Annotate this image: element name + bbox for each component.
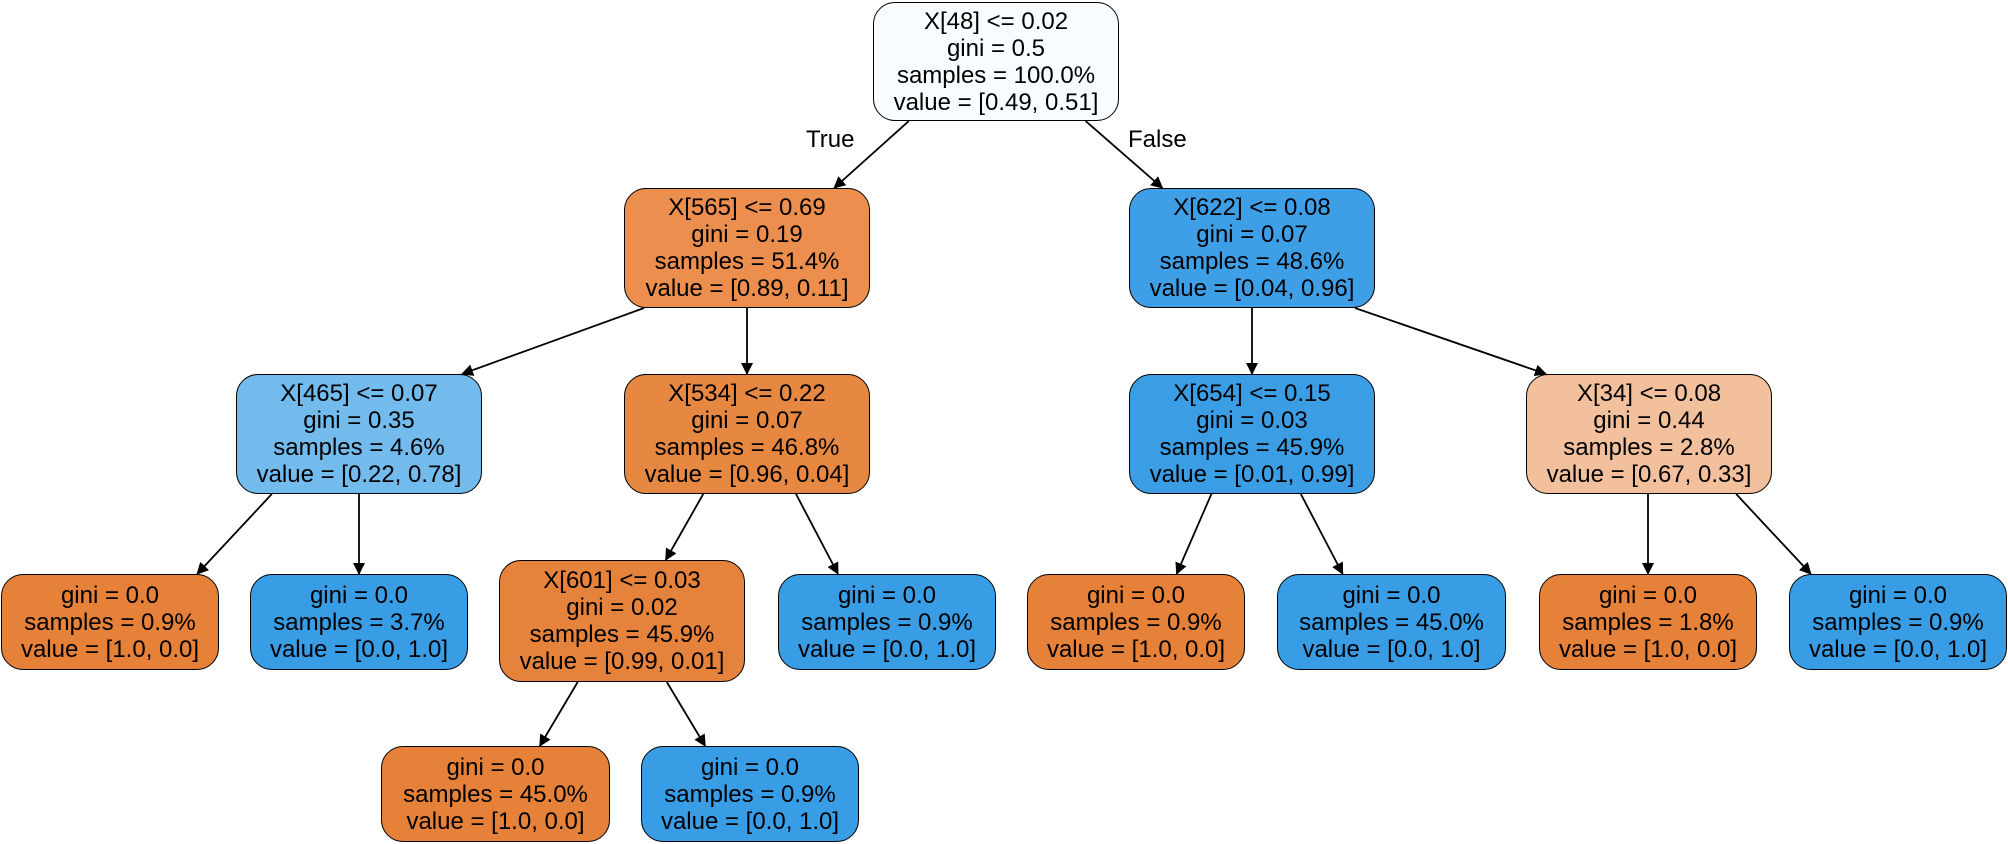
tree-edge-n9-n15 [539,681,579,747]
node-text-line: value = [0.0, 1.0] [1302,635,1481,663]
node-text-line: value = [0.0, 1.0] [1808,635,1988,663]
node-text-line: value = [0.89, 0.11] [645,275,849,302]
node-text-line: gini = 0.0 [1598,581,1698,609]
node-text-line: samples = 48.6% [1159,248,1345,275]
node-text-line: gini = 0.0 [309,581,409,609]
node-text-line: gini = 0.35 [303,407,415,434]
node-text-line: gini = 0.0 [1086,581,1186,609]
node-text-line: samples = 0.9% [1050,608,1222,636]
tree-edge-n1-n3 [461,307,645,376]
node-text-line: X[654] <= 0.15 [1173,380,1331,407]
node-text-line: samples = 0.9% [24,608,196,636]
node-text-line: value = [0.0, 1.0] [269,635,449,663]
node-text-line: value = [0.96, 0.04] [644,461,850,488]
node-text-line: value = [0.0, 1.0] [660,807,840,835]
node-text-line: value = [0.04, 0.96] [1149,275,1355,302]
node-text-line: gini = 0.0 [446,753,545,781]
node-text-line: samples = 0.9% [1812,608,1984,636]
node-text-line: value = [0.01, 0.99] [1149,461,1355,488]
node-text-line: gini = 0.0 [60,581,160,609]
tree-edge-n2-n6 [1354,307,1547,377]
tree-edge-n4-n9 [664,493,705,561]
tree-edge-n4-n10 [795,493,839,575]
node-text-line: value = [0.22, 0.78] [256,461,462,488]
node-text-line: X[601] <= 0.03 [543,567,701,594]
tree-edge-n6-n14 [1735,493,1812,575]
node-text-line: X[48] <= 0.02 [923,7,1069,35]
node-text-line: value = [0.99, 0.01] [519,648,725,675]
node-text-line: gini = 0.07 [691,407,803,434]
node-text-line: gini = 0.44 [1593,407,1705,434]
node-text-line: samples = 45.0% [1299,608,1484,636]
node-text-line: value = [0.67, 0.33] [1546,461,1752,488]
node-text-line: X[622] <= 0.08 [1173,194,1331,221]
node-text-line: samples = 2.8% [1563,434,1735,461]
node-text-line: samples = 46.8% [654,434,840,461]
tree-edge-n0-n2 [1085,120,1164,189]
edge-label-true: True [806,126,855,153]
node-text-line: samples = 4.6% [273,434,445,461]
node-text-line: value = [0.0, 1.0] [797,635,977,663]
node-text-line: value = [1.0, 0.0] [20,635,200,663]
node-text-line: samples = 100.0% [896,61,1096,89]
node-text-line: gini = 0.5 [946,34,1046,62]
node-text-line: value = [1.0, 0.0] [1558,635,1738,663]
node-text-line: gini = 0.0 [700,753,800,781]
edge-label-false: False [1128,126,1187,153]
node-text-line: gini = 0.03 [1196,407,1308,434]
tree-edge-n5-n11 [1175,493,1213,575]
node-text-line: gini = 0.0 [1848,581,1948,609]
node-text-line: samples = 45.0% [403,780,588,808]
node-text-line: samples = 45.9% [1159,434,1345,461]
tree-edge-n5-n12 [1300,493,1344,575]
node-text-line: value = [1.0, 0.0] [1046,635,1226,663]
node-text-line: X[565] <= 0.69 [668,194,826,221]
node-text-line: gini = 0.0 [837,581,937,609]
node-text-line: samples = 51.4% [654,248,840,275]
tree-edge-n3-n7 [196,493,273,575]
tree-edge-n9-n16 [666,681,706,747]
node-text-line: value = [1.0, 0.0] [406,807,585,835]
node-text-line: gini = 0.02 [566,594,678,621]
tree-edge-n0-n1 [833,120,910,189]
node-text-line: samples = 3.7% [273,608,445,636]
node-text-line: X[34] <= 0.08 [1576,380,1722,407]
node-text-line: gini = 0.07 [1196,221,1308,248]
node-text-line: samples = 0.9% [801,608,973,636]
node-text-line: gini = 0.0 [1342,581,1441,609]
node-text-line: samples = 0.9% [664,780,836,808]
node-text-line: value = [0.49, 0.51] [893,88,1099,116]
node-text-line: X[534] <= 0.22 [668,380,826,407]
node-text-line: gini = 0.19 [691,221,803,248]
node-text-line: samples = 45.9% [529,621,715,648]
node-text-line: samples = 1.8% [1562,608,1734,636]
node-text-line: X[465] <= 0.07 [280,380,438,407]
